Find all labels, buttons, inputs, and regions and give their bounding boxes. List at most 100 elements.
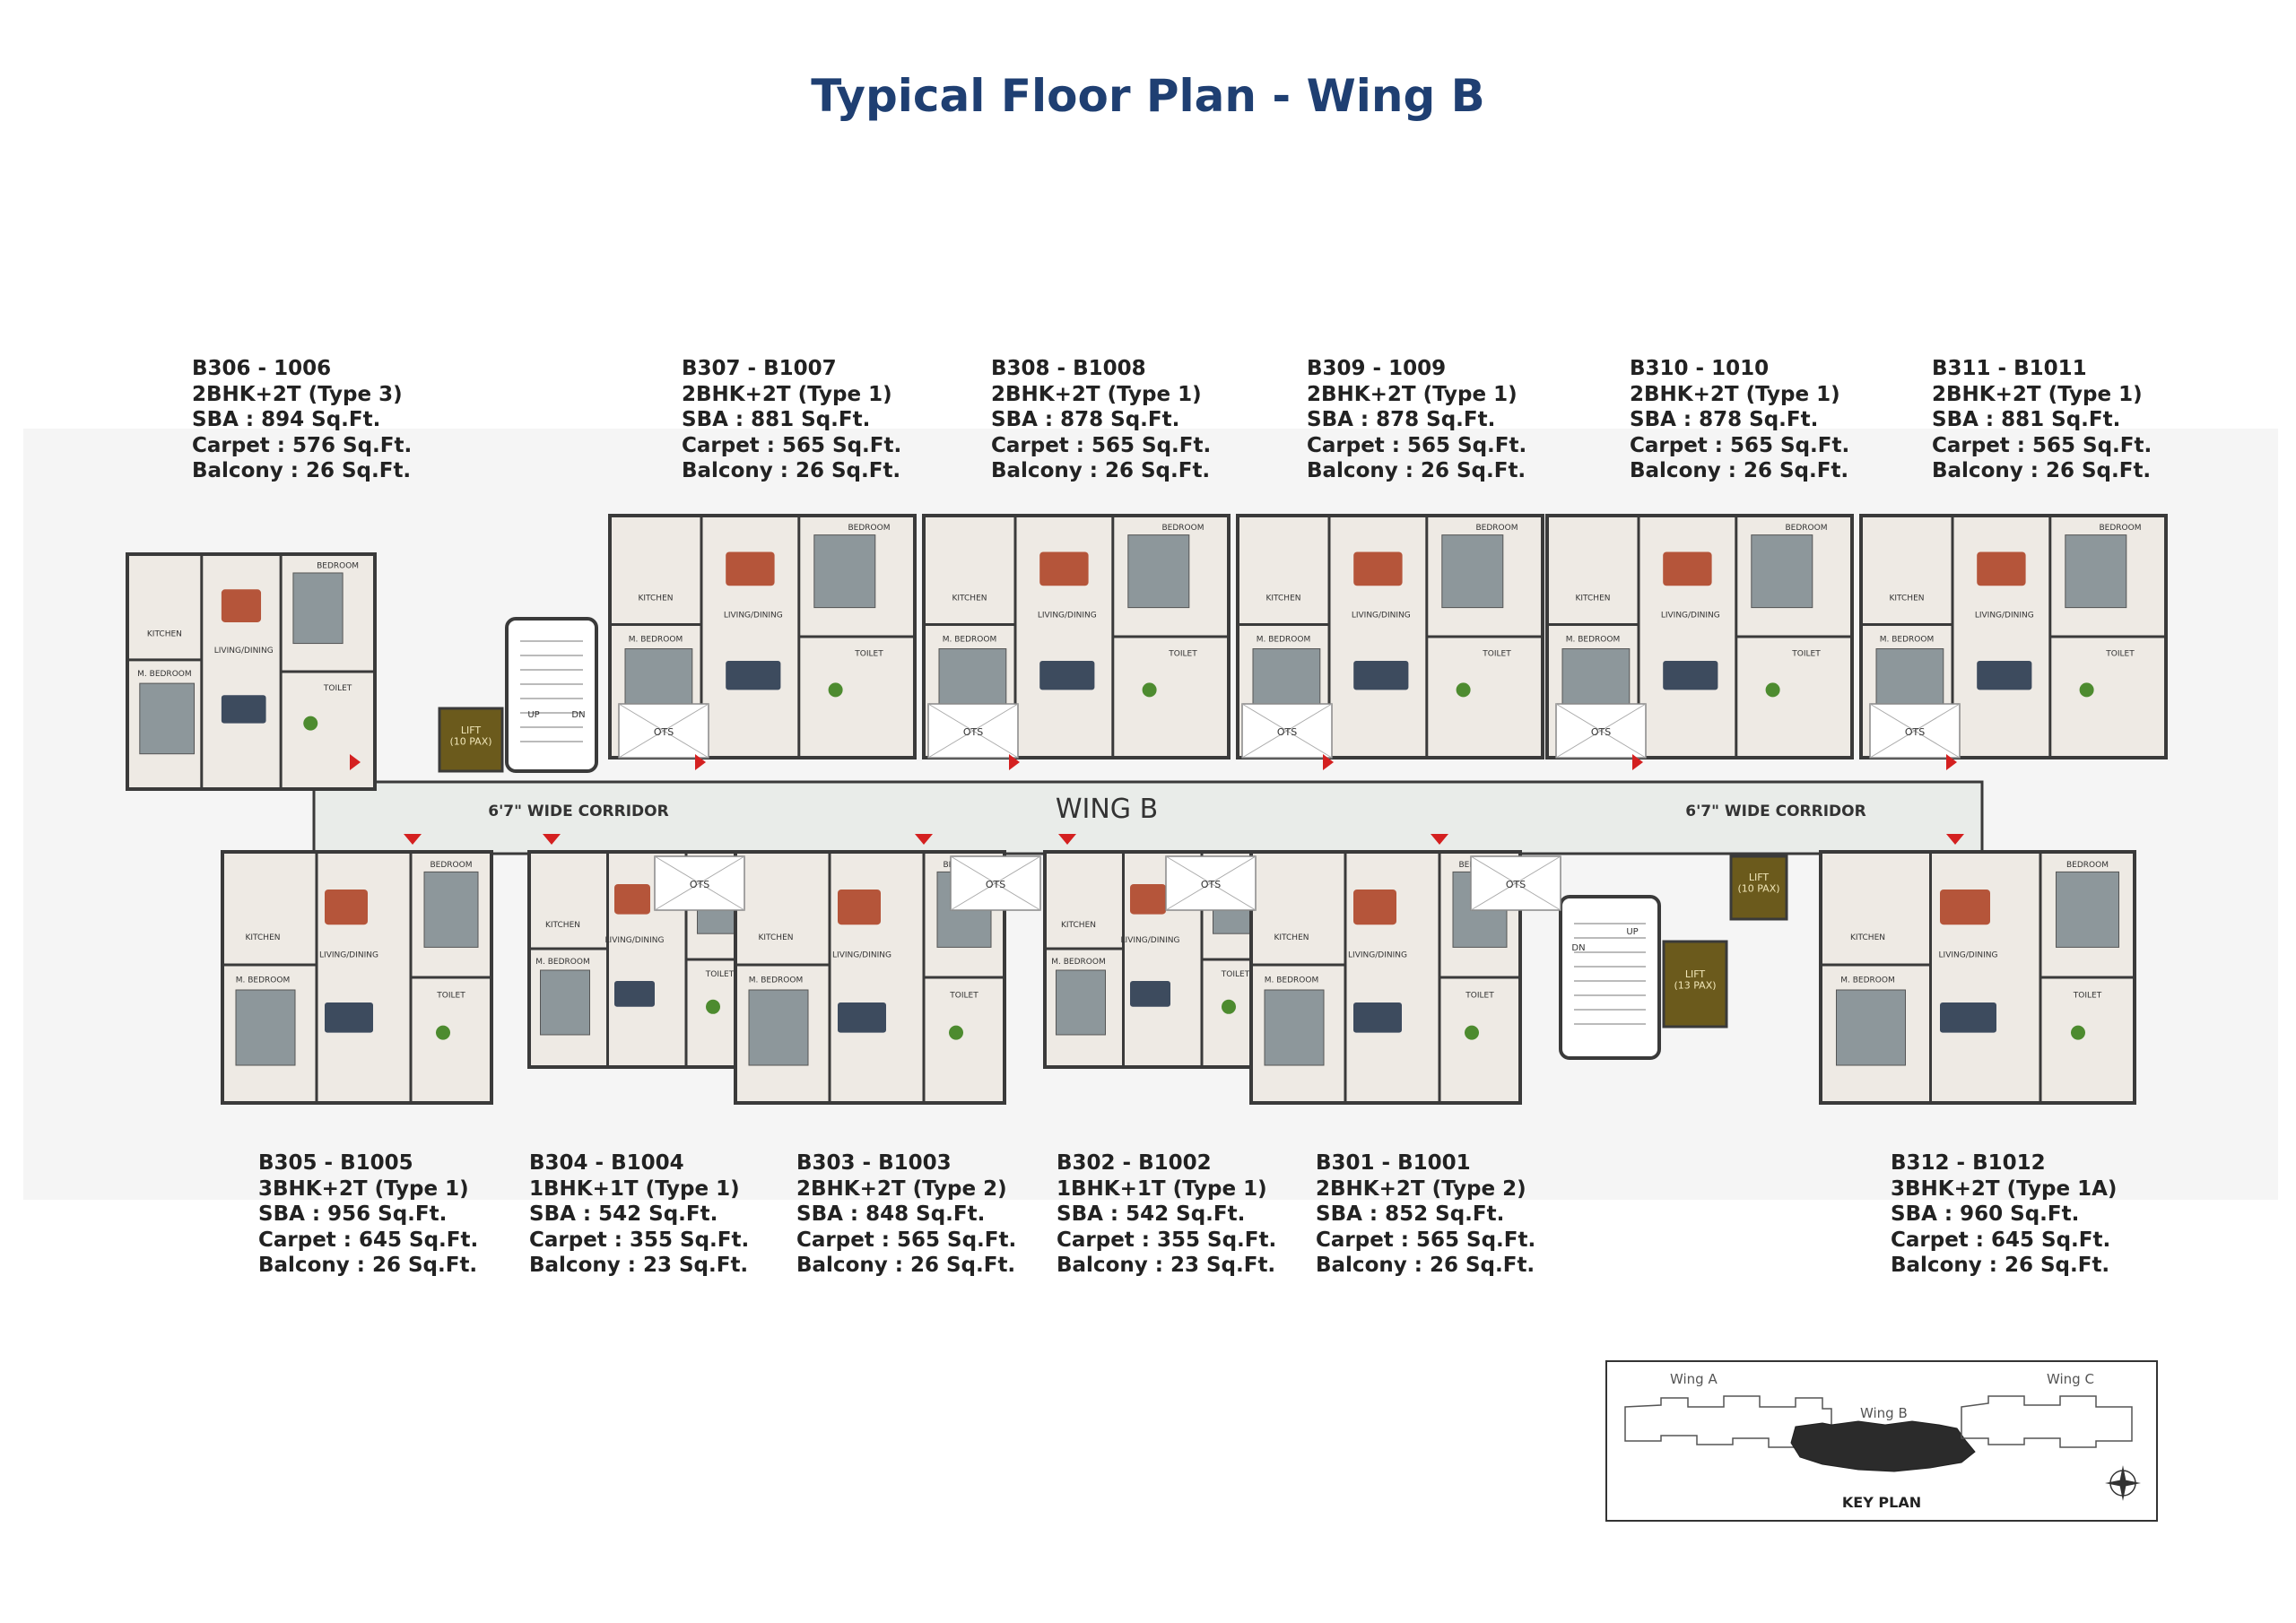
stair-core-right (1559, 895, 1661, 1060)
entry-marker (1431, 834, 1448, 845)
unit-code: B305 - B1005 (258, 1151, 413, 1175)
unit-plan-b312-bed (1836, 989, 1906, 1066)
unit-plan-b312-sofa (1940, 1002, 1996, 1033)
unit-plan-b304-dining-table (614, 884, 650, 915)
stair-dn-label-2: DN (1571, 943, 1585, 953)
unit-plan-b306-living-label: LIVING/DINING (214, 647, 274, 655)
unit-sba: SBA : 881 Sq.Ft. (682, 408, 871, 431)
unit-plan-b310-sofa (1663, 661, 1718, 690)
ots-label: OTS (1905, 726, 1925, 738)
unit-plan-b309-toilet-label: TOILET (1482, 650, 1511, 659)
unit-plan-b311-plant (2079, 682, 2094, 698)
unit-plan-b302-plant (1222, 999, 1236, 1014)
unit-info-top-3: B308 - B1008 2BHK+2T (Type 1) SBA : 878 … (991, 356, 1211, 484)
unit-type: 1BHK+1T (Type 1) (529, 1176, 740, 1201)
ots-cross (654, 855, 745, 911)
unit-info-bottom-6: B312 - B1012 3BHK+2T (Type 1A) SBA : 960… (1891, 1150, 2117, 1279)
unit-type: 2BHK+2T (Type 2) (796, 1176, 1007, 1201)
unit-plan-b311-mbedroom-label: M. BEDROOM (1880, 635, 1934, 644)
unit-plan-b304-bed (540, 969, 590, 1036)
ots-label: OTS (986, 879, 1005, 890)
unit-plan-b312-mbedroom-label: M. BEDROOM (1840, 976, 1894, 985)
unit-plan-b305-bed-2 (423, 871, 479, 948)
lift-right-small-label: LIFT(10 PAX) (1737, 872, 1779, 895)
unit-plan-b309-kitchen-label: KITCHEN (1266, 595, 1301, 603)
unit-info-bottom-2: B304 - B1004 1BHK+1T (Type 1) SBA : 542 … (529, 1150, 749, 1279)
wing-label: WING B (1056, 794, 1158, 825)
unit-plan-b312-plant (2071, 1025, 2085, 1040)
unit-plan-b302-mbedroom-label: M. BEDROOM (1051, 958, 1105, 967)
unit-carpet: Carpet : 645 Sq.Ft. (1891, 1228, 2111, 1252)
unit-plan-b307-kitchen-label: KITCHEN (639, 595, 674, 603)
ots-label: OTS (690, 879, 709, 890)
unit-code: B301 - B1001 (1316, 1151, 1471, 1175)
unit-plan-b305-living-label: LIVING/DINING (319, 951, 378, 960)
unit-sba: SBA : 894 Sq.Ft. (192, 408, 381, 431)
unit-balcony: Balcony : 26 Sq.Ft. (1316, 1254, 1535, 1277)
unit-plan-b307-sofa (726, 661, 781, 690)
unit-plan-b307-bed-2 (813, 534, 876, 609)
unit-plan-b306-sofa (221, 695, 266, 724)
unit-plan-b304-mbedroom-label: M. BEDROOM (535, 958, 589, 967)
unit-carpet: Carpet : 565 Sq.Ft. (682, 433, 902, 457)
unit-plan-b311-sofa (1977, 661, 2032, 690)
unit-balcony: Balcony : 26 Sq.Ft. (192, 459, 412, 482)
unit-plan-b310-living-label: LIVING/DINING (1661, 611, 1720, 620)
unit-sba: SBA : 960 Sq.Ft. (1891, 1202, 2080, 1226)
stair-up-label-2: UP (1626, 927, 1638, 937)
unit-sba: SBA : 848 Sq.Ft. (796, 1202, 986, 1226)
unit-carpet: Carpet : 565 Sq.Ft. (991, 433, 1212, 457)
lift-right-large-label: LIFT(13 PAX) (1674, 968, 1716, 992)
entry-marker (1009, 754, 1020, 770)
unit-balcony: Balcony : 26 Sq.Ft. (991, 459, 1211, 482)
unit-balcony: Balcony : 26 Sq.Ft. (1932, 459, 2152, 482)
unit-plan-b305-mbedroom-label: M. BEDROOM (236, 976, 290, 985)
unit-plan-b303-dining-table (838, 890, 881, 925)
key-plan: Wing A Wing B Wing C KEY PLAN (1605, 1360, 2158, 1522)
entry-marker (404, 834, 422, 845)
unit-carpet: Carpet : 565 Sq.Ft. (1316, 1228, 1536, 1252)
key-plan-wing-c-outline (1961, 1395, 2133, 1448)
unit-sba: SBA : 878 Sq.Ft. (1307, 408, 1496, 431)
entry-marker (1946, 754, 1957, 770)
unit-balcony: Balcony : 26 Sq.Ft. (1307, 459, 1526, 482)
unit-plan-b301-bed (1264, 989, 1325, 1066)
unit-plan-b302-living-label: LIVING/DINING (1121, 936, 1180, 945)
unit-plan-b312-kitchen-label: KITCHEN (1850, 933, 1885, 942)
unit-plan-b306-toilet-label: TOILET (323, 684, 352, 693)
unit-plan-b301-dining-table (1353, 890, 1396, 925)
unit-plan-b303-plant (949, 1025, 963, 1040)
unit-plan-b304-living-label: LIVING/DINING (605, 936, 665, 945)
entry-marker (543, 834, 561, 845)
unit-sba: SBA : 956 Sq.Ft. (258, 1202, 448, 1226)
unit-type: 2BHK+2T (Type 1) (1307, 382, 1518, 406)
unit-plan-b305-kitchen-label: KITCHEN (246, 933, 281, 942)
stair-dn-label: DN (571, 710, 585, 720)
unit-plan-b303-toilet-label: TOILET (949, 991, 978, 1000)
unit-sba: SBA : 542 Sq.Ft. (529, 1202, 718, 1226)
ots-cross (1869, 703, 1961, 759)
stair-up-label: UP (527, 710, 539, 720)
unit-plan-b305-bedroom-label: BEDROOM (430, 861, 473, 870)
unit-plan-b303-living-label: LIVING/DINING (832, 951, 891, 960)
unit-plan-b312-bed-2 (2056, 871, 2119, 948)
entry-marker (350, 754, 361, 770)
unit-plan-b302-kitchen-label: KITCHEN (1061, 921, 1096, 930)
unit-info-top-4: B309 - 1009 2BHK+2T (Type 1) SBA : 878 S… (1307, 356, 1526, 484)
unit-plan-b303-mbedroom-label: M. BEDROOM (749, 976, 803, 985)
unit-plan-b305-bed (235, 989, 296, 1066)
unit-info-bottom-5: B301 - B1001 2BHK+2T (Type 2) SBA : 852 … (1316, 1150, 1535, 1279)
unit-plan-b301-mbedroom-label: M. BEDROOM (1265, 976, 1318, 985)
unit-plan-b304-sofa (614, 981, 655, 1007)
corridor-label-left: 6'7" WIDE CORRIDOR (488, 803, 668, 820)
unit-plan-b310-kitchen-label: KITCHEN (1576, 595, 1611, 603)
lift-right-small (1729, 855, 1788, 921)
unit-plan-b306-bed (139, 682, 196, 755)
unit-plan-b308-sofa (1039, 661, 1095, 690)
page-title: Typical Floor Plan - Wing B (811, 70, 1485, 122)
unit-plan-b310-mbedroom-label: M. BEDROOM (1566, 635, 1620, 644)
unit-balcony: Balcony : 23 Sq.Ft. (529, 1254, 749, 1277)
unit-plan-b301-toilet-label: TOILET (1465, 991, 1494, 1000)
unit-plan-b301-plant (1465, 1025, 1479, 1040)
unit-plan-b306-bedroom-label: BEDROOM (317, 562, 359, 571)
